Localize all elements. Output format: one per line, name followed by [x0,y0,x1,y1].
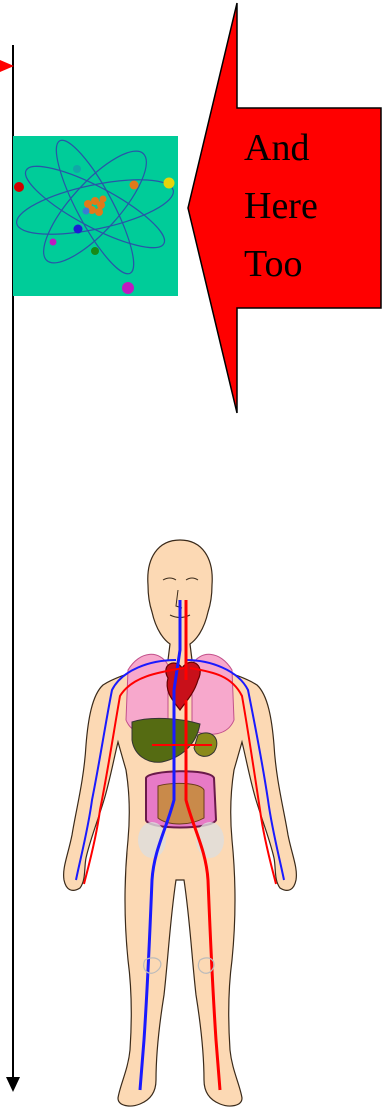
electron [74,225,83,234]
red-marker-icon [0,60,14,72]
atom-tile-background [13,136,178,296]
small-intestine [158,783,204,824]
electron [130,181,139,190]
human-circulatory-system-icon [64,540,297,1106]
callout-arrow: And Here Too [188,3,381,413]
callout-line-1: And [244,127,309,169]
electron [14,182,24,192]
electron [73,165,81,173]
electron [164,178,175,189]
callout-line-2: Here [244,185,318,227]
callout-line-3: Too [244,243,303,285]
atom-tile [12,132,178,296]
electron [91,247,99,255]
electron [122,282,134,294]
electron [50,239,57,246]
